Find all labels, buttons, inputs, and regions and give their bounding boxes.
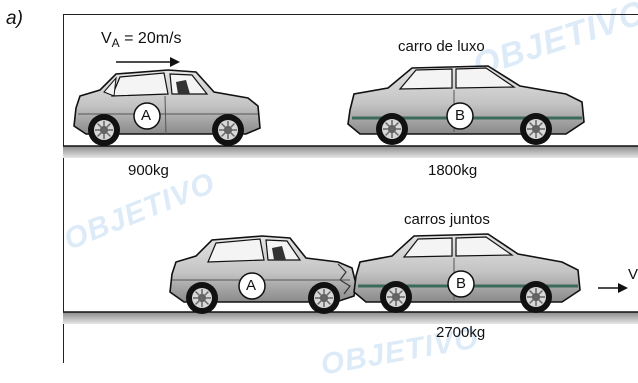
car-a-bottom-label: A — [246, 277, 257, 294]
ground-top — [63, 145, 638, 158]
ground-bottom — [63, 311, 638, 324]
mass-b-label: 1800kg — [428, 162, 478, 179]
car-b-caption: carro de luxo — [398, 38, 485, 55]
car-a-bottom-marker — [238, 272, 266, 300]
car-a-top — [73, 69, 261, 147]
velocity-arrow-a — [116, 57, 180, 67]
car-b-bottom — [353, 233, 581, 314]
velocity-value: = 20m/s — [119, 30, 182, 47]
velocity-subscript: A — [111, 36, 120, 51]
car-a-top-marker — [133, 102, 161, 130]
car-b-bottom-marker — [447, 270, 475, 298]
mass-total-label: 2700kg — [436, 324, 486, 341]
car-b-top — [347, 65, 585, 146]
car-a-bottom — [169, 235, 357, 315]
diagram-frame — [63, 14, 638, 363]
figure-label: a) — [6, 8, 23, 29]
car-a-top-label: A — [141, 107, 152, 124]
mass-a-label: 900kg — [128, 162, 169, 179]
velocity-arrow-combined — [598, 283, 628, 293]
velocity-symbol: V — [101, 30, 112, 47]
car-b-top-marker — [446, 102, 474, 130]
velocity-a-label: VA = 20m/s — [101, 30, 182, 50]
car-b-bottom-label: B — [456, 275, 467, 292]
car-b-top-label: B — [455, 107, 466, 124]
collision-diagram — [63, 57, 638, 324]
combined-velocity-label: V — [628, 266, 638, 283]
combined-caption: carros juntos — [404, 211, 490, 228]
